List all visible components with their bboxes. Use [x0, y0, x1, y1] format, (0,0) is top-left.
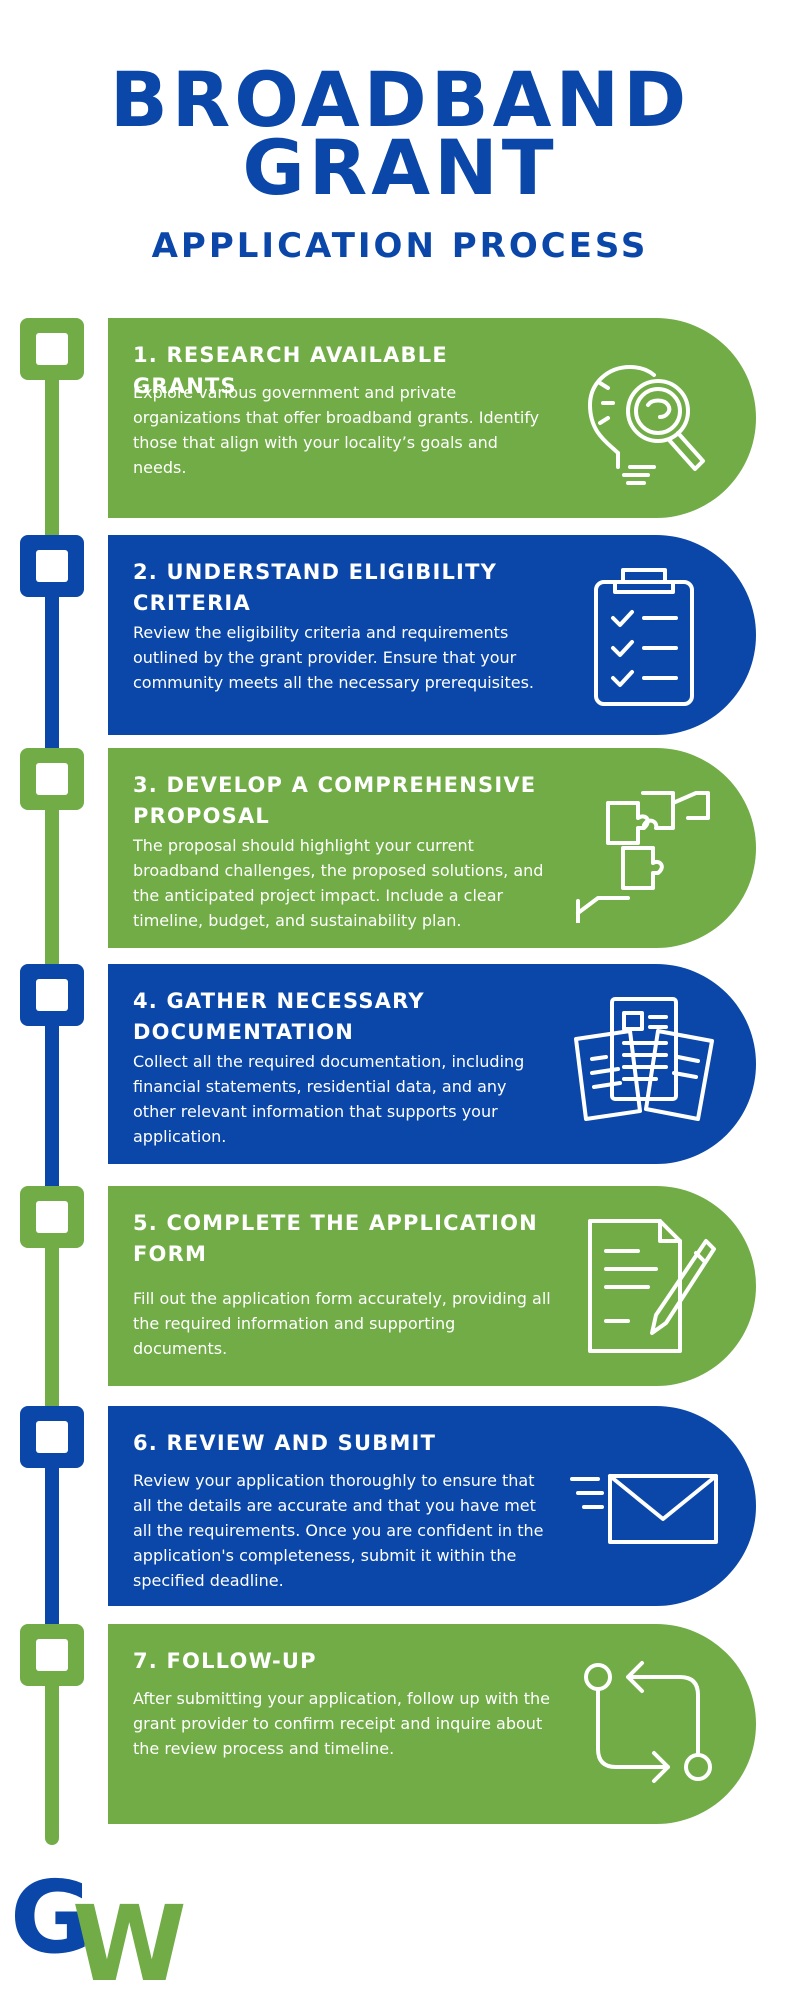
follow-up-arrows-icon: [584, 1661, 712, 1783]
step-title: 5. COMPLETE THE APPLICATION FORM: [133, 1211, 538, 1266]
step-body: After submitting your application, follo…: [133, 1689, 550, 1758]
step-marker-5: [20, 1186, 84, 1248]
step-marker-6: [20, 1406, 84, 1468]
lightbulb-magnifier-icon: [588, 365, 705, 485]
title-line-2: GRANT: [242, 123, 558, 212]
step-body: Explore various government and private o…: [133, 383, 540, 477]
step-marker-7: [20, 1624, 84, 1686]
timeline-rail-5: [45, 1220, 59, 1425]
step-card-2: 2. UNDERSTAND ELIGIBILITY CRITERIA Revie…: [108, 535, 756, 735]
documents-icon: [574, 997, 714, 1121]
envelope-send-icon: [570, 1474, 718, 1544]
timeline-rail-6: [45, 1440, 59, 1645]
timeline-rail-7: [45, 1660, 59, 1845]
timeline-rail-2: [45, 565, 59, 755]
step-body: The proposal should highlight your curre…: [133, 836, 544, 930]
logo-letter-g: G: [10, 1859, 93, 1976]
timeline-rail-3: [45, 780, 59, 985]
subtitle: APPLICATION PROCESS: [151, 226, 649, 266]
gw-logo: G W: [10, 1859, 190, 2000]
title-line-1: BROADBAND: [109, 55, 691, 144]
step-card-7: 7. FOLLOW-UP After submitting your appli…: [108, 1624, 756, 1824]
timeline-rail-1: [45, 350, 59, 535]
step-title: 4. GATHER NECESSARY DOCUMENTATION: [133, 989, 425, 1044]
timeline-rail-4: [45, 1000, 59, 1210]
step-title: 2. UNDERSTAND ELIGIBILITY CRITERIA: [133, 560, 498, 615]
step-marker-2: [20, 535, 84, 597]
step-marker-3: [20, 748, 84, 810]
step-title: 6. REVIEW AND SUBMIT: [133, 1431, 437, 1455]
step-card-5: 5. COMPLETE THE APPLICATION FORM Fill ou…: [108, 1186, 756, 1386]
step-marker-1: [20, 318, 84, 380]
step-body: Review your application thoroughly to en…: [133, 1471, 544, 1590]
puzzle-hands-icon: [576, 791, 710, 923]
step-body: Collect all the required documentation, …: [133, 1052, 525, 1146]
step-card-3: 3. DEVELOP A COMPREHENSIVE PROPOSAL The …: [108, 748, 756, 948]
step-card-6: 6. REVIEW AND SUBMIT Review your applica…: [108, 1406, 756, 1606]
clipboard-checklist-icon: [594, 568, 694, 706]
step-body: Review the eligibility criteria and requ…: [133, 623, 534, 692]
step-body: Fill out the application form accurately…: [133, 1289, 551, 1358]
form-pen-icon: [588, 1219, 716, 1353]
step-card-1: 1. RESEARCH AVAILABLE GRANTS Explore var…: [108, 318, 756, 518]
step-title: 1. RESEARCH AVAILABLE GRANTS: [133, 343, 448, 398]
step-title: 3. DEVELOP A COMPREHENSIVE PROPOSAL: [133, 773, 537, 828]
step-marker-4: [20, 964, 84, 1026]
step-title: 7. FOLLOW-UP: [133, 1649, 317, 1673]
logo-letter-w: W: [72, 1883, 187, 2000]
step-card-4: 4. GATHER NECESSARY DOCUMENTATION Collec…: [108, 964, 756, 1164]
